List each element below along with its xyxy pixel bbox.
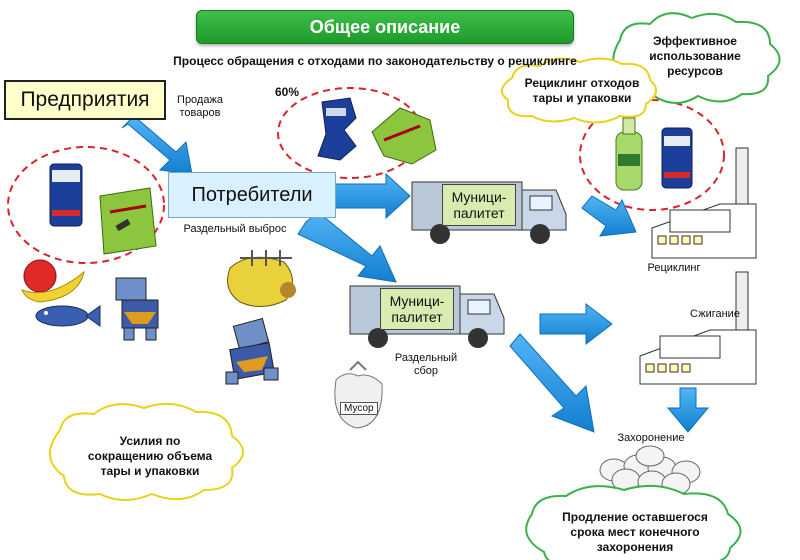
cloud-effective-text: Эффективное использование ресурсов — [649, 34, 741, 78]
arrow-to-landfill-diagonal — [509, 333, 595, 433]
garbage-label: Мусор — [340, 402, 378, 415]
robot-icon-middle — [225, 317, 279, 385]
cloud-extend-shape — [525, 484, 742, 560]
arrow-to-recycling-plant — [581, 195, 637, 237]
recycling-plant-icon — [651, 147, 757, 259]
consumers-box: Потребители — [168, 172, 336, 218]
arrow-to-incineration — [539, 302, 613, 346]
snack-package-icon-left — [99, 187, 157, 255]
crushed-can-icon — [317, 97, 357, 161]
garbage-bag-icon — [334, 360, 383, 429]
landfill-bags-icon — [599, 445, 701, 496]
can-icon-left — [49, 163, 83, 227]
arrow-consumers-to-municipality-2 — [297, 211, 397, 283]
sale-label: Продажа товаров — [177, 94, 223, 119]
robot-icon-left — [115, 277, 159, 341]
cloud-recycling-text: Рециклинг отходов тары и упаковки — [524, 76, 640, 105]
arrow-consumers-to-municipality-1 — [333, 172, 411, 220]
page-title: Общее описание — [196, 10, 574, 44]
incineration-label: Сжигание — [690, 308, 740, 320]
diagram-subtitle: Процесс обращения с отходами по законода… — [173, 54, 577, 68]
percent-label: 60% — [274, 85, 300, 99]
cloud-extend-text: Продление оставшегося срока мест конечно… — [562, 510, 708, 554]
cloud-reduce-text: Усилия по сокращению объема тары и упако… — [87, 434, 213, 478]
separate-collection-label: Раздельный сбор — [394, 352, 458, 377]
arrow-enterprises-to-consumers — [121, 115, 193, 175]
arrow-incineration-to-landfill — [666, 387, 710, 433]
municipality-label-1: Муници- палитет — [442, 184, 516, 226]
municipality-label-2: Муници- палитет — [380, 288, 454, 330]
fruit-icon — [21, 259, 85, 303]
incineration-plant-icon — [639, 271, 757, 385]
cloud-reduce-shape — [49, 402, 244, 501]
food-waste-icon — [227, 250, 296, 307]
fish-icon — [35, 305, 101, 327]
dashed-ellipse-products-left — [7, 146, 165, 264]
pet-bottle-icon — [615, 117, 643, 191]
separate-discard-label: Раздельный выброс — [183, 223, 287, 235]
can-icon-right — [661, 127, 693, 189]
recycling-label: Рециклинг — [647, 262, 701, 274]
crushed-package-icon — [371, 107, 437, 165]
landfill-label: Захоронение — [617, 432, 685, 444]
cloud-recycling-shape — [501, 57, 657, 124]
enterprises-box: Предприятия — [4, 80, 166, 120]
